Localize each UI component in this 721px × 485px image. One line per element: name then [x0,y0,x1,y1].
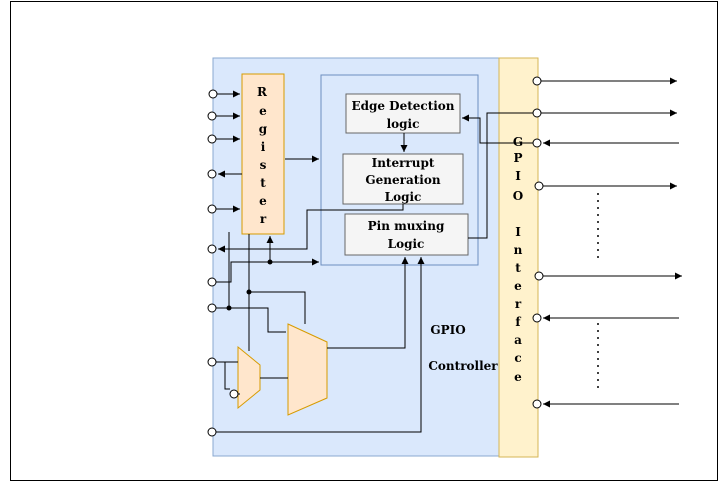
interface-label: G P I O I n t e r f a c e [513,135,523,384]
interface-letter: e [514,370,522,384]
interface-letter: f [515,315,521,329]
controller-label-1: GPIO [430,323,465,337]
interrupt-label-3: Logic [385,190,422,204]
controller-label-2: Controller [428,359,498,373]
interface-letter: O [513,189,523,203]
register-letter: g [259,122,268,136]
register-label: R e g i s t e r [257,85,268,226]
interface-letter: a [514,333,522,347]
edge-detection-label-1: Edge Detection [351,99,454,113]
interface-letter: r [515,297,522,311]
pin-muxing-label-2: Logic [388,237,425,251]
register-letter: e [259,194,267,208]
pin-muxing-block [344,213,469,256]
register-letter: s [260,158,267,172]
small-mux [237,345,261,410]
interface-letter: t [515,261,521,275]
wires [216,77,682,433]
large-mux [287,323,328,416]
gpio-interface-block [498,57,539,458]
register-block [241,73,285,235]
register-letter: r [260,212,267,226]
interface-letter: G [513,135,523,149]
interface-letter: c [514,351,521,365]
register-letter: e [259,104,267,118]
interface-letter: P [513,151,522,165]
interrupt-label-2: Generation [365,173,440,187]
register-letter: i [261,140,266,154]
interrupt-generation-block [342,153,464,205]
interface-letter: n [514,243,523,257]
pin-muxing-label-1: Pin muxing [368,219,445,233]
edge-detection-block [345,93,461,134]
edge-detection-label-2: logic [387,117,420,131]
interrupt-label-1: Interrupt [372,156,435,170]
interface-letter: e [514,279,522,293]
interface-letter: I [515,225,521,239]
interface-letter: I [515,169,521,183]
register-letter: R [257,85,268,99]
junction-dots [226,259,273,311]
port-circles [207,76,544,437]
register-letter: t [260,176,266,190]
